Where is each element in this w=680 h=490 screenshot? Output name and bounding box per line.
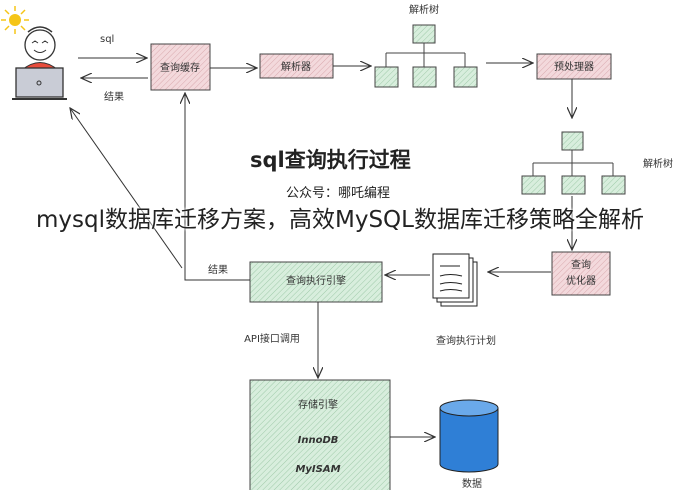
query-cache-label: 查询缓存 [160, 61, 200, 74]
sql-label: sql [100, 34, 114, 45]
parse-tree-label-1: 解析树 [409, 3, 439, 16]
innodb-label: InnoDB [298, 435, 339, 446]
result-label-mid: 结果 [208, 263, 228, 276]
api-call-label: API接口调用 [244, 332, 300, 345]
parser-box [259, 53, 334, 79]
storage-engine-label: 存储引擎 [298, 398, 338, 411]
diagram-title: sql查询执行过程 [250, 148, 411, 172]
myisam-label: MyISAM [295, 464, 340, 475]
optimizer-box [551, 251, 611, 296]
parse-tree-label-2: 解析树 [643, 157, 673, 170]
parse-tree-1 [374, 24, 478, 88]
parser-label: 解析器 [281, 60, 311, 73]
arrow-result-to-cache [185, 93, 250, 281]
result-label-top: 结果 [104, 90, 124, 103]
database-cylinder-icon [439, 399, 499, 473]
optimizer-label-1: 查询 [571, 258, 591, 271]
data-label: 数据 [462, 477, 482, 490]
exec-plan-label: 查询执行计划 [436, 334, 496, 347]
parse-tree-2 [521, 131, 626, 195]
arrow-result-to-user [70, 108, 183, 269]
exec-engine-box [249, 261, 383, 303]
preprocessor-label: 预处理器 [554, 61, 594, 73]
sun-icon [1, 6, 29, 34]
execution-plan-documents-icon [432, 253, 478, 307]
preprocessor-box [536, 53, 612, 80]
user-at-laptop-icon [12, 26, 67, 100]
diagram-subtitle: 公众号：哪吒编程 [286, 186, 390, 201]
storage-engine-box [249, 379, 391, 490]
optimizer-label-2: 优化器 [566, 274, 596, 287]
query-cache-box [150, 43, 211, 91]
exec-engine-label: 查询执行引擎 [286, 274, 346, 287]
overlay-caption: mysql数据库迁移方案，高效MySQL数据库迁移策略全解析 [36, 207, 644, 233]
